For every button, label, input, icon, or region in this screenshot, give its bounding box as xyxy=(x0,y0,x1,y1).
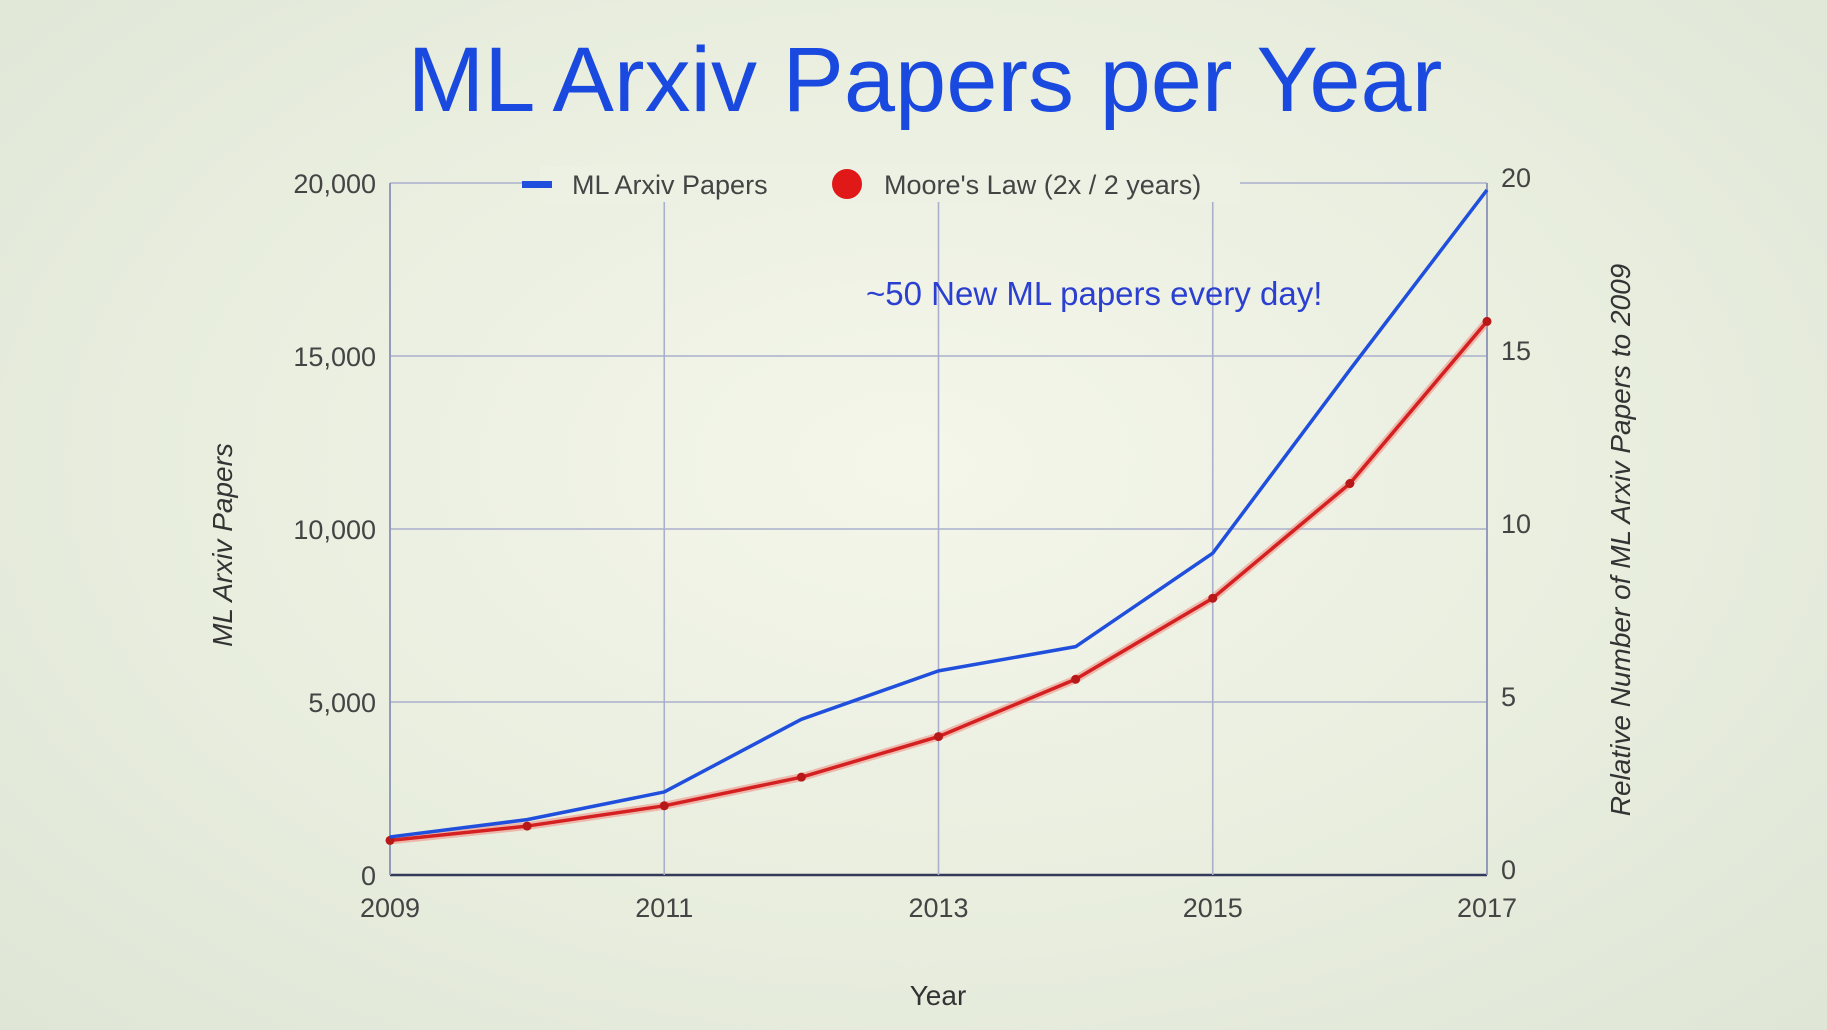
chart-annotation: ~50 New ML papers every day! xyxy=(866,275,1322,312)
data-point-moores-law xyxy=(934,732,943,742)
y-tick-label: 0 xyxy=(361,861,376,891)
x-tick-label: 2009 xyxy=(360,893,420,923)
legend-swatch-ml-arxiv xyxy=(522,181,552,188)
legend-background xyxy=(540,166,1240,202)
data-point-moores-law xyxy=(1071,674,1081,684)
legend: ML Arxiv Papers Moore's Law (2x / 2 year… xyxy=(522,166,1240,202)
data-point-moores-law xyxy=(1345,479,1355,489)
chart-title: ML Arxiv Papers per Year xyxy=(407,29,1443,131)
x-tick-label: 2011 xyxy=(635,893,693,923)
y-axis-label: ML Arxiv Papers xyxy=(207,443,238,647)
legend-label-ml-arxiv: ML Arxiv Papers xyxy=(572,170,768,200)
series-line-ml-arxiv xyxy=(389,188,1489,839)
series-lines xyxy=(385,188,1492,845)
y2-axis-label: Relative Number of ML Arxiv Papers to 20… xyxy=(1605,264,1636,816)
legend-label-moores-law: Moore's Law (2x / 2 years) xyxy=(884,170,1201,200)
y2-tick-label: 20 xyxy=(1501,163,1531,193)
grid xyxy=(389,182,1488,877)
y-tick-label: 15,000 xyxy=(293,342,376,372)
y2-tick-label: 15 xyxy=(1501,336,1531,366)
data-point-moores-law xyxy=(659,801,669,811)
x-axis-ticks: 2009 2011 2013 2015 2017 xyxy=(360,893,1517,923)
data-point-moores-law xyxy=(1482,316,1492,326)
legend-swatch-moores-law xyxy=(832,169,862,199)
data-point-moores-law xyxy=(1208,593,1218,603)
y-tick-label: 5,000 xyxy=(308,688,376,718)
y2-tick-label: 5 xyxy=(1501,682,1516,712)
x-tick-label: 2015 xyxy=(1183,893,1243,923)
data-point-moores-law xyxy=(796,772,806,782)
y-tick-label: 10,000 xyxy=(293,515,376,545)
x-tick-label: 2017 xyxy=(1457,893,1517,923)
y-axis-ticks: 0 5,000 10,000 15,000 20,000 xyxy=(293,169,376,891)
y2-axis-ticks: 0 5 10 15 20 xyxy=(1501,163,1531,885)
y-tick-label: 20,000 xyxy=(293,169,376,199)
y2-tick-label: 10 xyxy=(1501,509,1531,539)
x-tick-label: 2013 xyxy=(908,893,968,923)
x-axis-label: Year xyxy=(910,980,967,1011)
y2-tick-label: 0 xyxy=(1501,855,1516,885)
data-point-moores-law xyxy=(522,821,532,831)
